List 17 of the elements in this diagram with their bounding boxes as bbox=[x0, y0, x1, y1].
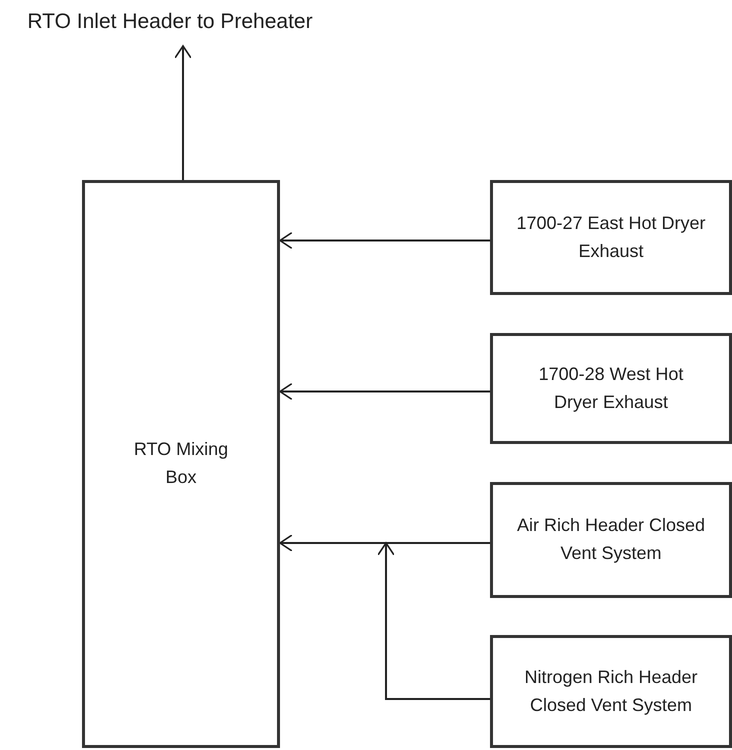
process-box bbox=[490, 333, 732, 444]
destination-label: RTO Inlet Header to Preheater bbox=[27, 8, 313, 35]
process-box bbox=[490, 635, 732, 748]
arrow bbox=[279, 534, 386, 552]
box-label: Air Rich Header Closed Vent System bbox=[516, 514, 706, 565]
process-box bbox=[82, 180, 280, 748]
arrow bbox=[377, 542, 490, 700]
arrow bbox=[279, 232, 490, 250]
box-label: 1700-28 West Hot Dryer Exhaust bbox=[538, 362, 684, 414]
process-box bbox=[490, 482, 732, 598]
connector-line bbox=[386, 542, 490, 544]
arrow bbox=[174, 45, 192, 180]
box-label: Nitrogen Rich Header Closed Vent System bbox=[523, 666, 699, 717]
box-label: 1700-27 East Hot Dryer Exhaust bbox=[515, 212, 707, 262]
process-box bbox=[490, 180, 732, 295]
arrow bbox=[279, 382, 490, 400]
box-label: RTO Mixing Box bbox=[132, 438, 230, 489]
